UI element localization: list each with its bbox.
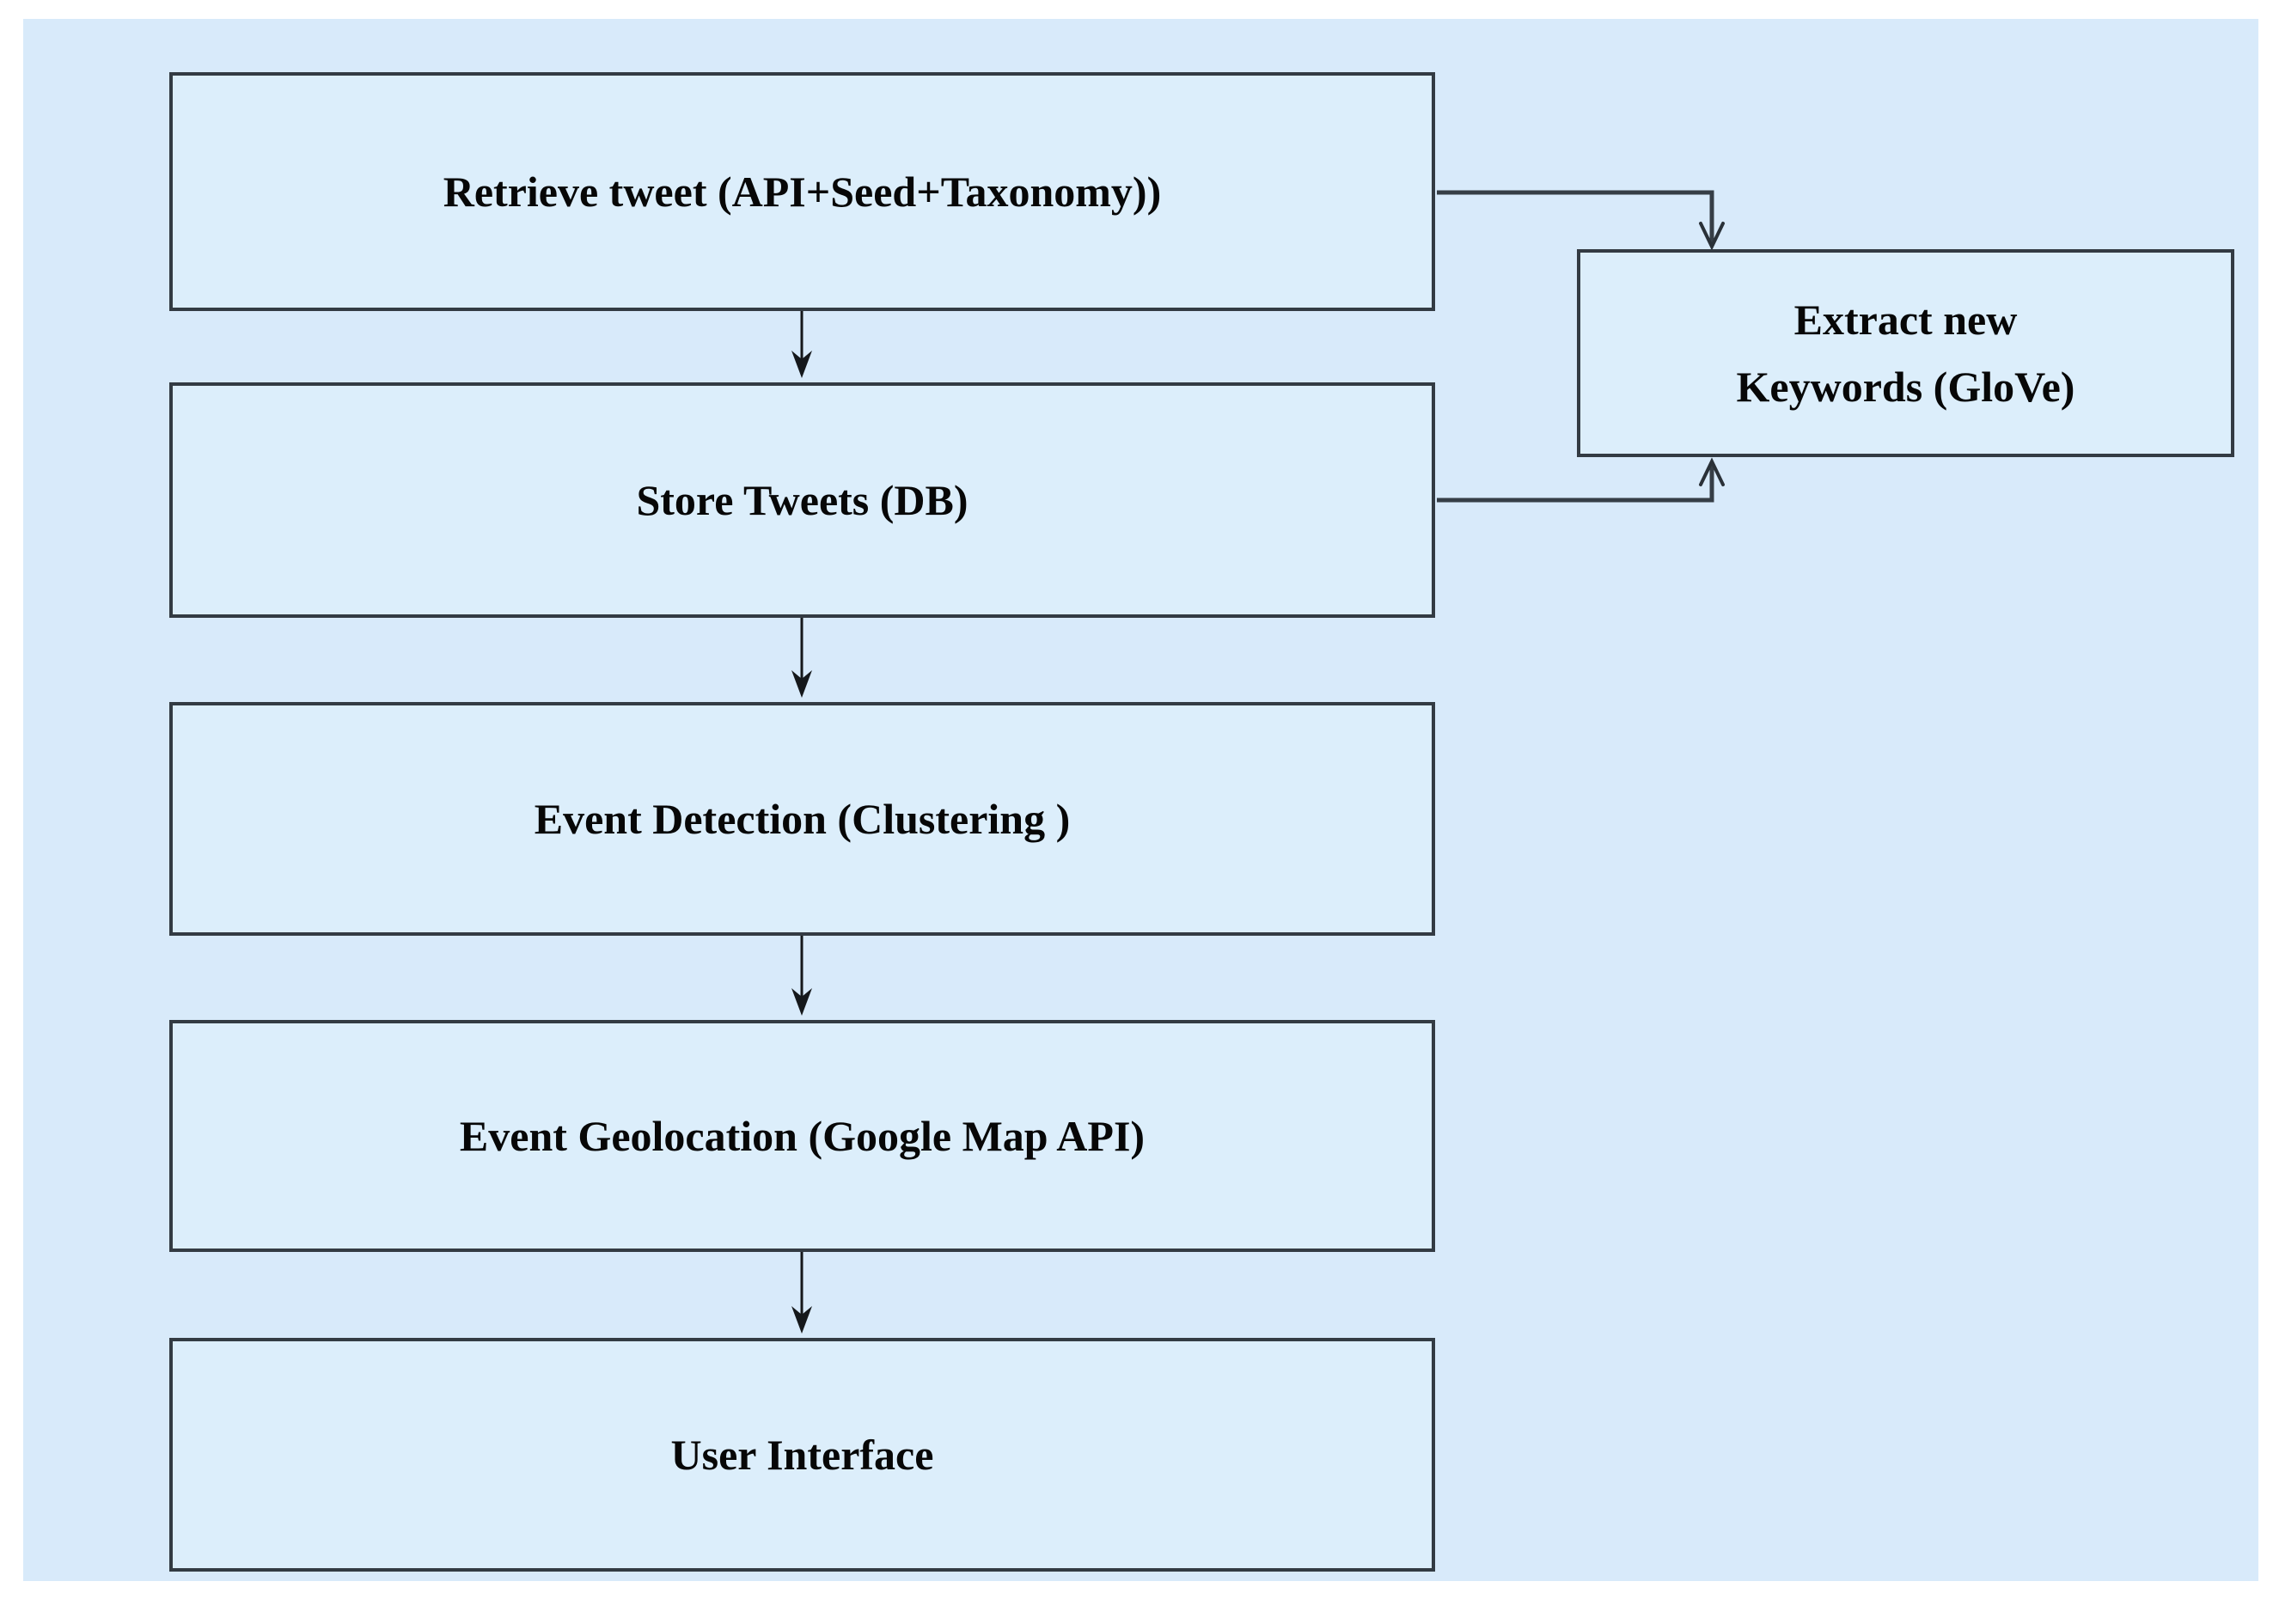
flow-box-event-geolocation: Event Geolocation (Google Map API) [169,1020,1435,1252]
flow-box-user-interface: User Interface [169,1338,1435,1572]
flow-box-event-detection-label: Event Detection (Clustering ) [534,795,1071,843]
edge-geolocation-to-ui-arrow [791,1252,812,1334]
flow-box-retrieve-tweet: Retrieve tweet (API+Seed+Taxonomy)) [169,72,1435,311]
flow-box-event-geolocation-label: Event Geolocation (Google Map API) [459,1112,1146,1160]
flow-box-store-tweets-label: Store Tweets (DB) [636,476,968,524]
flow-box-store-tweets: Store Tweets (DB) [169,382,1435,618]
edge-retrieve-to-store-arrow [791,311,812,378]
edge-store-to-extract-connector [1437,457,1725,503]
diagram-panel: Retrieve tweet (API+Seed+Taxonomy)) Stor… [23,19,2258,1581]
flow-box-extract-keywords: Extract new Keywords (GloVe) [1577,249,2234,457]
flow-box-retrieve-tweet-label: Retrieve tweet (API+Seed+Taxonomy)) [443,168,1162,216]
edge-detection-to-geolocation-arrow [791,936,812,1016]
flow-box-user-interface-label: User Interface [670,1431,934,1479]
edge-store-to-detection-arrow [791,618,812,698]
flow-box-extract-keywords-label-line2: Keywords (GloVe) [1736,363,2075,411]
edge-retrieve-to-extract-connector [1437,190,1725,251]
flow-box-extract-keywords-label-line1: Extract new [1793,296,2018,344]
flow-box-event-detection: Event Detection (Clustering ) [169,702,1435,936]
